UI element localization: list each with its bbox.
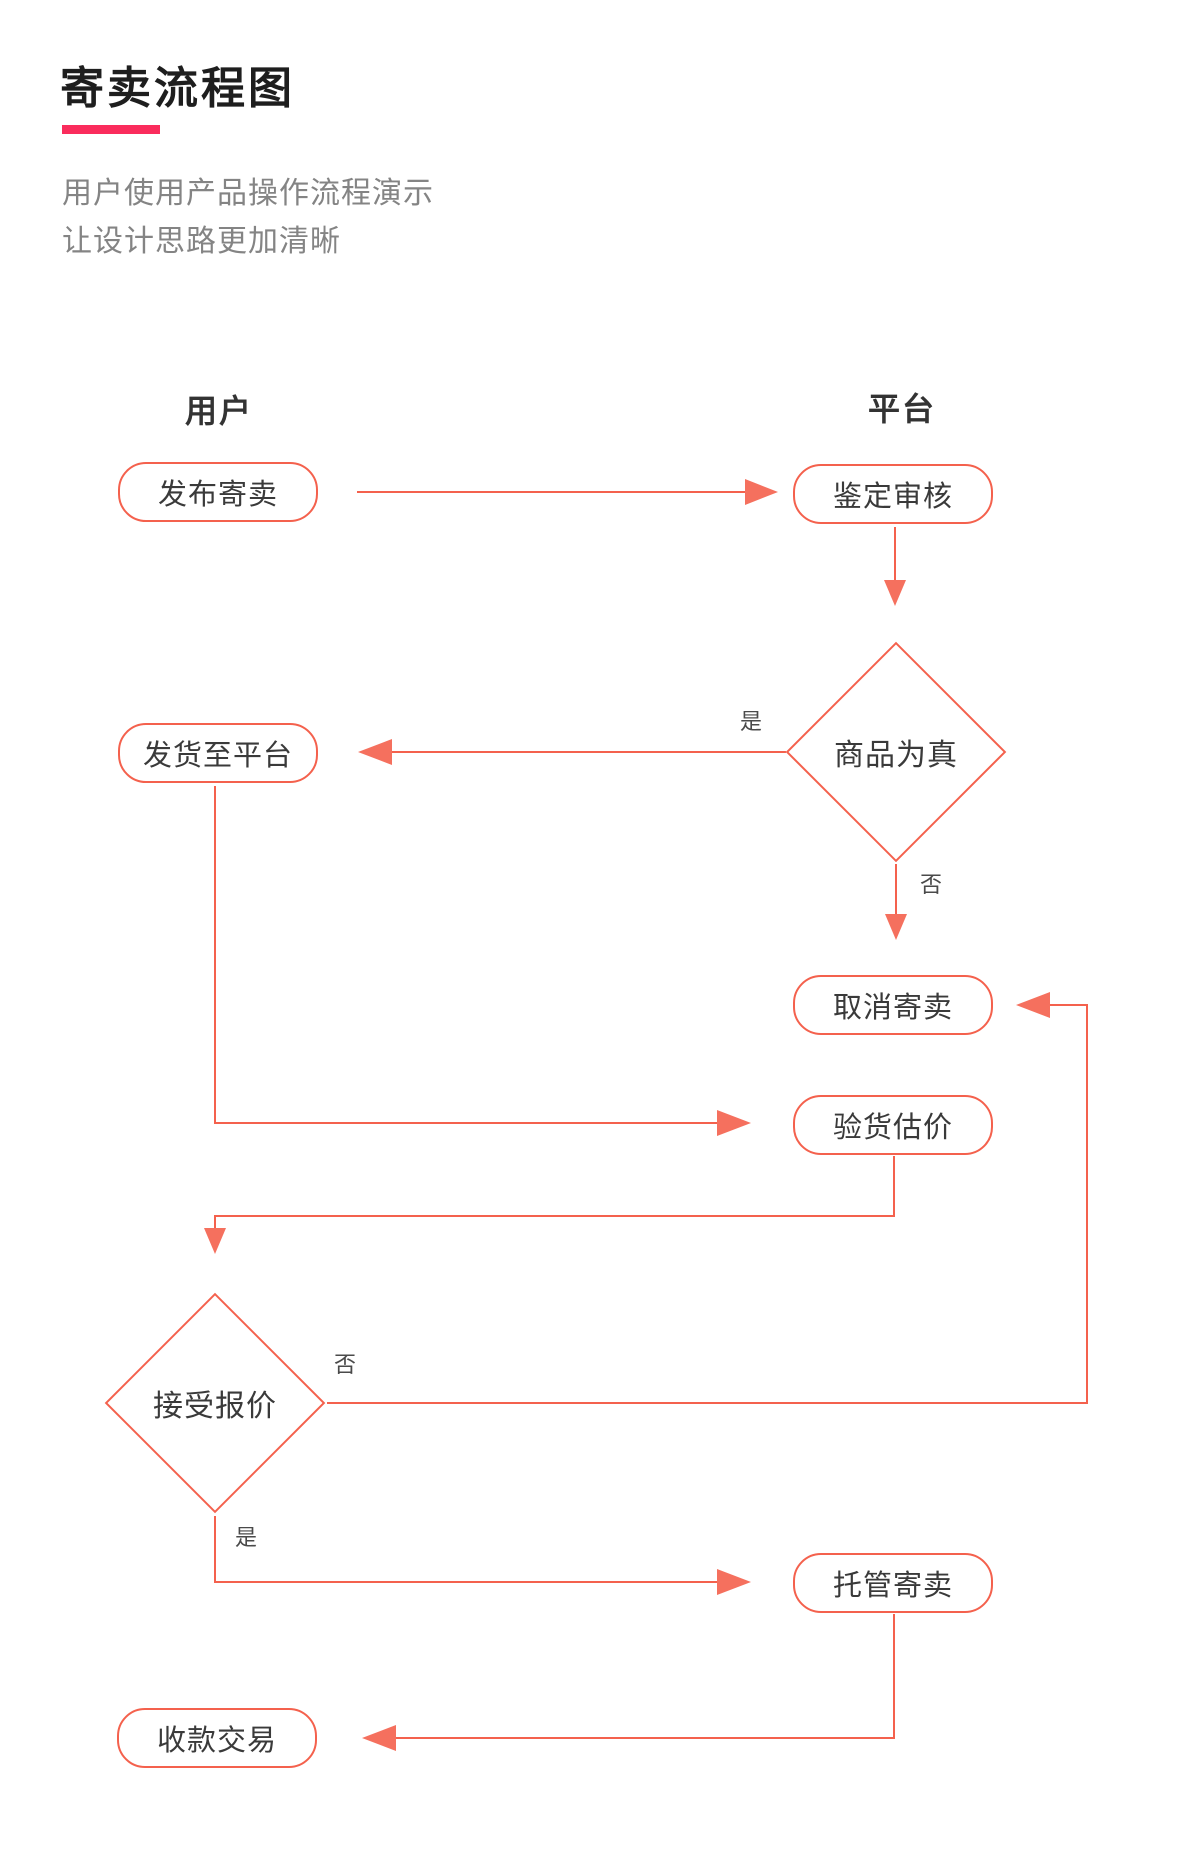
- edge-appraise-to-accept: [204, 1156, 895, 1254]
- edge-accept-yes-to-consign-line: [214, 1516, 717, 1583]
- decision-accept-offer-label: 接受报价: [153, 1390, 277, 1423]
- edge-ship-to-appraise-arrowhead: [717, 1110, 751, 1136]
- edge-accept-no-to-cancel-line: [327, 1004, 1088, 1404]
- node-publish-consignment: 发布寄卖: [118, 462, 318, 522]
- edge-appraise-to-accept-line: [214, 1156, 895, 1228]
- node-inspect-appraise: 验货估价: [793, 1095, 993, 1155]
- page-title: 寄卖流程图: [60, 64, 295, 113]
- edge-ship-to-appraise-line: [214, 786, 717, 1124]
- edge-accept-no-to-cancel: [327, 992, 1088, 1404]
- column-header-user: 用户: [185, 393, 254, 429]
- edge-review-to-genuine-arrowhead: [884, 580, 906, 606]
- edge-label-yes-accept: 是: [235, 1525, 258, 1550]
- edge-consign-to-collect-arrowhead: [362, 1725, 396, 1751]
- edge-publish-to-review-arrowhead: [745, 479, 778, 505]
- edge-label-yes-genuine: 是: [740, 709, 763, 734]
- edge-genuine-yes-to-ship-arrowhead: [358, 739, 392, 765]
- edge-accept-yes-to-consign-arrowhead: [717, 1569, 751, 1595]
- edge-review-to-genuine: [884, 527, 906, 606]
- subtitle-line-1: 用户使用产品操作流程演示: [62, 177, 434, 210]
- edge-genuine-yes-to-ship: [358, 739, 786, 765]
- edge-genuine-no-to-cancel: [885, 864, 907, 940]
- decision-item-genuine-label: 商品为真: [834, 739, 958, 772]
- page-subtitle: 用户使用产品操作流程演示 让设计思路更加清晰: [62, 170, 434, 266]
- edge-accept-no-to-cancel-arrowhead: [1016, 992, 1050, 1018]
- edge-label-no-accept: 否: [334, 1352, 357, 1377]
- node-managed-consignment: 托管寄卖: [793, 1553, 993, 1613]
- edge-consign-to-collect-line: [396, 1614, 895, 1739]
- edge-accept-yes-to-consign: [214, 1516, 751, 1595]
- edge-consign-to-collect: [362, 1614, 895, 1751]
- node-authentication-review: 鉴定审核: [793, 464, 993, 524]
- edge-ship-to-appraise: [214, 786, 751, 1136]
- edge-genuine-no-to-cancel-arrowhead: [885, 914, 907, 940]
- node-collect-payment: 收款交易: [117, 1708, 317, 1768]
- title-accent-bar: [62, 125, 160, 134]
- column-header-platform: 平台: [868, 391, 937, 427]
- node-cancel-consignment: 取消寄卖: [793, 975, 993, 1035]
- edge-publish-to-review: [357, 479, 778, 505]
- edge-label-no-genuine: 否: [920, 872, 943, 897]
- node-ship-to-platform: 发货至平台: [118, 723, 318, 783]
- edge-appraise-to-accept-arrowhead: [204, 1228, 226, 1254]
- subtitle-line-2: 让设计思路更加清晰: [62, 225, 341, 258]
